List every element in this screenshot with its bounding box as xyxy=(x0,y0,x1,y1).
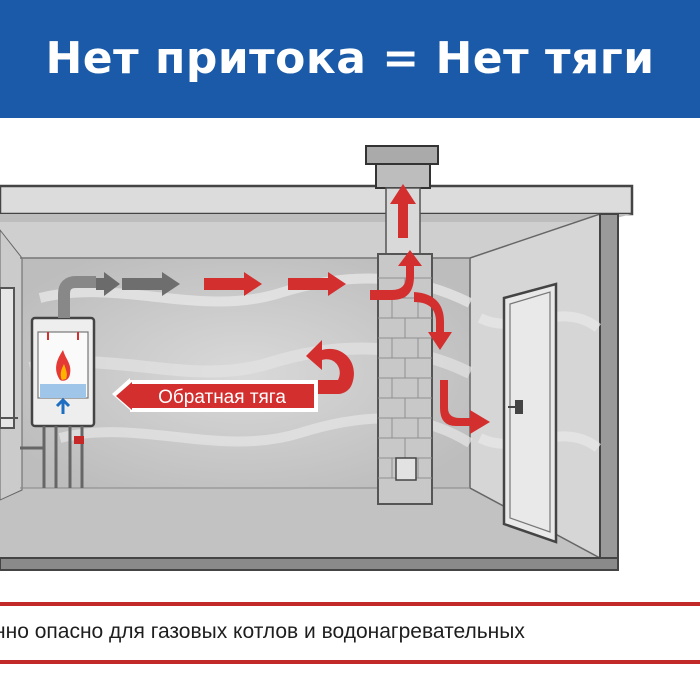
flue-gas-arrows xyxy=(96,272,180,296)
flame-icon xyxy=(56,350,71,381)
window xyxy=(0,287,18,429)
cleanout-door xyxy=(395,457,417,481)
door xyxy=(502,282,558,544)
header-banner: Нет притока = Нет тяги xyxy=(0,0,700,118)
page-title: Нет притока = Нет тяги xyxy=(45,33,655,84)
footer-warning-text: нно опасно для газовых котлов и водонагр… xyxy=(0,620,525,643)
backdraft-label: Обратная тяга xyxy=(158,387,286,408)
door-handle-icon xyxy=(515,400,523,414)
gas-boiler xyxy=(20,276,96,488)
intake-arrow-icon xyxy=(55,397,71,414)
room-diagram: Обратная тяга xyxy=(0,145,634,571)
footer-divider-bottom xyxy=(0,660,700,664)
backdraft-callout: Обратная тяга xyxy=(112,378,318,412)
footer-divider-top xyxy=(0,602,700,606)
